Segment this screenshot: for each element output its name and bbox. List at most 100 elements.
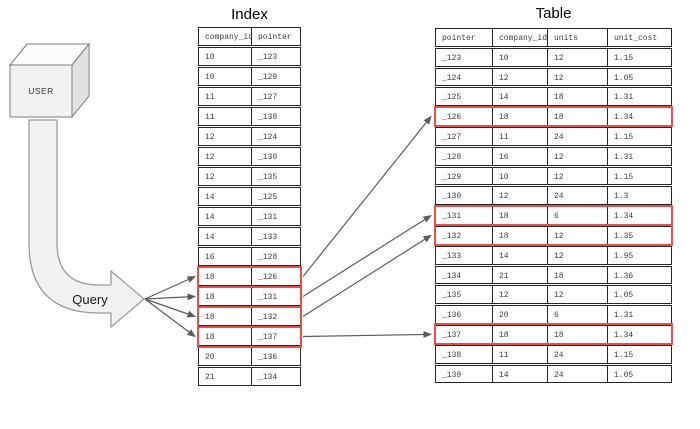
table-cell: 1.15 (608, 126, 672, 146)
table-cell: 12 (548, 245, 608, 265)
table-cell: _135 (435, 285, 493, 305)
table-cell: 1.31 (608, 305, 672, 324)
table-cell: 20 (493, 305, 548, 324)
table-row: 18_137 (197, 325, 302, 348)
table-cell: 1.15 (608, 344, 672, 364)
table-cell: 10 (493, 47, 548, 67)
table-cell: _137 (252, 327, 301, 346)
table-cell: 12 (493, 67, 548, 87)
table-row: 18_131 (197, 285, 302, 308)
table-cell: _124 (252, 127, 301, 146)
table-cell: 1.05 (608, 285, 672, 305)
table-cell: _134 (252, 367, 301, 386)
table-cell: 11 (198, 87, 252, 106)
table-cell: 24 (548, 126, 608, 146)
table-cell: 18 (198, 267, 252, 286)
table-cell: 16 (493, 146, 548, 166)
table-cell: 12 (548, 225, 608, 245)
table-cell: 12 (198, 147, 252, 166)
table-cell: _138 (252, 107, 301, 126)
table-cell: _138 (435, 344, 493, 364)
table-cell: 18 (493, 107, 548, 126)
table-cell: 6 (548, 305, 608, 324)
table-row: 10_129 (198, 67, 301, 86)
connector-arrow (144, 293, 196, 301)
table-cell: 21 (493, 265, 548, 285)
table-cell: _129 (252, 67, 301, 86)
table-cell: 1.15 (608, 47, 672, 67)
table-cell: 12 (198, 127, 252, 146)
column-header: pointer (435, 28, 493, 47)
column-header: units (548, 28, 608, 47)
user-cube: USER (8, 42, 91, 119)
table-cell: 10 (198, 47, 252, 66)
connector-arrow (302, 234, 432, 318)
table-cell: 21 (198, 367, 252, 386)
table-cell: 18 (548, 87, 608, 107)
table-cell: 1.34 (608, 107, 672, 126)
table-row: 21_134 (198, 367, 301, 386)
table-cell: _132 (435, 225, 493, 245)
table-cell: 18 (198, 327, 252, 346)
table-cell: 24 (548, 186, 608, 206)
table-cell: 1.35 (608, 225, 672, 245)
table-cell: _128 (252, 247, 301, 266)
table-cell: 1.36 (608, 265, 672, 285)
query-label: Query (72, 292, 108, 307)
table-cell: 18 (493, 225, 548, 245)
table-cell: _123 (252, 47, 301, 66)
connector-arrow (144, 275, 196, 300)
table-cell: 1.05 (608, 67, 672, 87)
table-cell: _126 (252, 267, 301, 286)
table-cell: 16 (198, 247, 252, 266)
table-cell: _125 (252, 187, 301, 206)
table-cell: 10 (198, 67, 252, 86)
table-cell: _132 (252, 307, 301, 326)
table-cell: _123 (435, 47, 493, 67)
table-row: 11_138 (198, 107, 301, 126)
table-cell: 24 (548, 364, 608, 384)
table-cell: 1.34 (608, 206, 672, 225)
table-cell: 10 (493, 166, 548, 186)
table-cell: _129 (435, 166, 493, 186)
table-cell: _139 (435, 364, 493, 384)
table-cell: _128 (435, 146, 493, 166)
table-cell: 14 (493, 245, 548, 265)
table-cell: 12 (548, 166, 608, 186)
table-cell: 1.31 (608, 87, 672, 107)
column-header: company_id (198, 27, 252, 46)
cube-front-face (9, 64, 73, 118)
table-row: 14_125 (198, 187, 301, 206)
table-cell: 1.34 (608, 324, 672, 344)
table-cell: _133 (435, 245, 493, 265)
user-label: USER (28, 86, 54, 96)
table-cell: 12 (548, 47, 608, 67)
table-cell: _131 (435, 206, 493, 225)
table-cell: _126 (435, 107, 493, 126)
table-cell: 6 (548, 206, 608, 225)
table-cell: _134 (435, 265, 493, 285)
table-cell: 24 (548, 344, 608, 364)
table-row: 12_135 (198, 167, 301, 186)
table-row: 18_132 (197, 305, 302, 328)
table-cell: _125 (435, 87, 493, 107)
column-header: unit_cost (608, 28, 672, 47)
table-cell: 12 (548, 146, 608, 166)
